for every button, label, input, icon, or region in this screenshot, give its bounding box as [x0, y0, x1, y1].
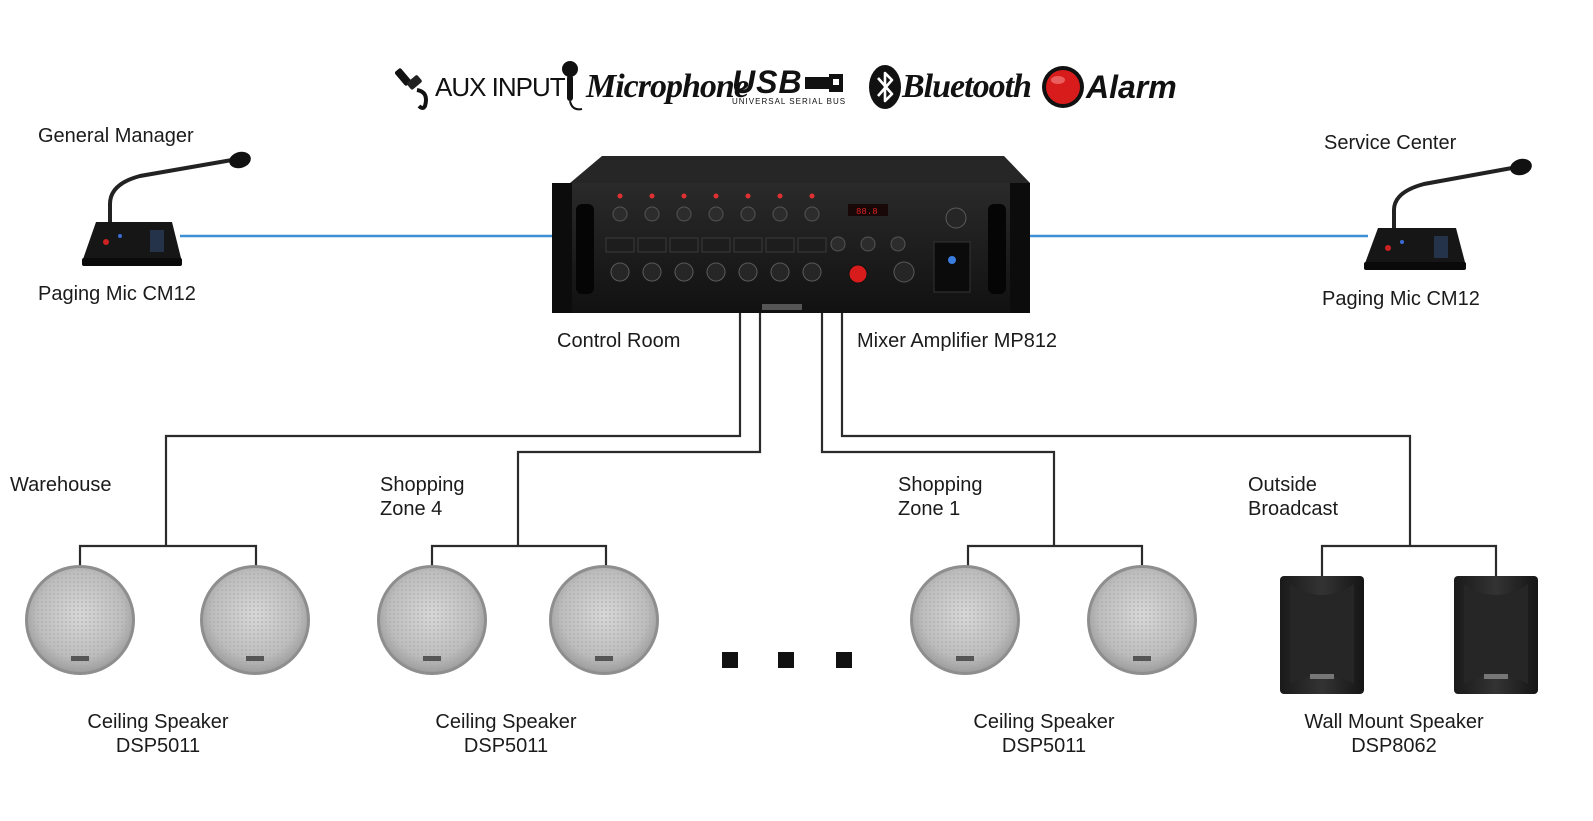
right-mic-location: Service Center: [1324, 132, 1457, 154]
wire-outside: [840, 312, 1412, 546]
tuning-knob: [945, 207, 967, 229]
zone-wiring: [78, 312, 1498, 578]
speaker-model: DSP5011: [1001, 735, 1087, 757]
channel-knob-column: [669, 193, 699, 282]
handheld-microphone-icon: [562, 61, 583, 111]
master-knob: [830, 236, 846, 252]
wall-mount-speaker: [1280, 576, 1364, 694]
usb-sublabel: UNIVERSAL SERIAL BUS: [732, 97, 847, 106]
aux-input-logo: AUX INPUT: [395, 62, 566, 112]
speaker-type: Ceiling Speaker: [87, 711, 229, 733]
left-mic-location: General Manager: [38, 125, 194, 147]
more-zones-ellipsis: [722, 652, 852, 668]
right-paging-mic: [1364, 158, 1532, 270]
wire-warehouse: [164, 312, 742, 546]
wire-zone1-split: [966, 544, 1144, 566]
zone-name-line1: Shopping: [380, 474, 465, 496]
zone-name-warehouse: Warehouse: [10, 473, 112, 497]
speaker-caption-outside: Wall Mount Speaker DSP8062: [1304, 710, 1483, 758]
amp-model: Mixer Amplifier MP812: [857, 330, 1058, 352]
zone-name-shopping-4: Shopping Zone 4: [380, 473, 465, 521]
right-mic-model: Paging Mic CM12: [1322, 288, 1480, 310]
speaker-model: DSP5011: [115, 735, 201, 757]
zone-name-outside: Outside Broadcast: [1248, 473, 1338, 521]
zone-name-shopping-1: Shopping Zone 1: [898, 473, 983, 521]
channel-knob-column: [765, 193, 795, 282]
ceiling-speaker: [377, 565, 487, 675]
zone-name-line2: Zone 4: [380, 498, 443, 520]
ceiling-speaker: [910, 565, 1020, 675]
svg-text:88.8: 88.8: [856, 207, 878, 217]
channel-knob-column: [605, 193, 635, 282]
usb-logo: USB UNIVERSAL SERIAL BUS: [732, 62, 846, 112]
ceiling-speaker: [25, 565, 135, 675]
ceiling-speaker: [200, 565, 310, 675]
speaker-model: DSP8062: [1351, 735, 1437, 757]
speaker-model: DSP5011: [463, 735, 549, 757]
usb-label: USB: [732, 64, 803, 100]
volume-knob: [893, 261, 915, 283]
left-paging-mic: [82, 151, 251, 266]
alarm-red-dot-icon: [1042, 66, 1084, 108]
speaker-type: Ceiling Speaker: [435, 711, 577, 733]
speaker-caption-warehouse: Ceiling Speaker DSP5011: [87, 710, 228, 758]
speaker-caption-zone1: Ceiling Speaker DSP5011: [973, 710, 1114, 758]
aux-input-label: AUX INPUT: [435, 71, 566, 102]
ceiling-speaker: [1087, 565, 1197, 675]
zone-name-line2: Zone 1: [898, 498, 961, 520]
wire-zone4: [516, 312, 762, 546]
bluetooth-logo: Bluetooth: [868, 62, 1032, 112]
amp-knob-rows: [605, 193, 967, 283]
channel-knob-column: [797, 193, 827, 282]
speaker-type: Ceiling Speaker: [973, 711, 1115, 733]
zone-name-line1: Warehouse: [10, 474, 112, 496]
wall-mount-speaker: [1454, 576, 1538, 694]
zone-name-line2: Broadcast: [1248, 498, 1339, 520]
speaker-type: Wall Mount Speaker: [1304, 711, 1484, 733]
alarm-label: Alarm: [1086, 68, 1177, 105]
master-knob: [860, 236, 876, 252]
bluetooth-icon: [869, 65, 901, 109]
wire-zone1: [820, 312, 1056, 546]
speaker-caption-zone4: Ceiling Speaker DSP5011: [435, 710, 576, 758]
microphone-label: Microphone: [586, 68, 749, 105]
speaker-group: [25, 565, 1538, 694]
wire-warehouse-split: [78, 544, 258, 566]
zone-name-line1: Outside: [1248, 474, 1317, 496]
master-knob: [890, 236, 906, 252]
wire-zone4-split: [430, 544, 608, 566]
microphone-logo: Microphone: [558, 61, 749, 112]
alarm-logo: Alarm: [1040, 62, 1177, 112]
channel-knob-column: [637, 193, 667, 282]
usb-icon: [804, 74, 843, 92]
amp-location: Control Room: [557, 330, 681, 352]
aux-plug-icon: [395, 68, 428, 110]
channel-knob-column: [733, 193, 763, 282]
mixer-amplifier: 88.8: [552, 156, 1030, 313]
bluetooth-label: Bluetooth: [902, 68, 1032, 105]
left-mic-model: Paging Mic CM12: [38, 283, 196, 305]
wire-outside-split: [1320, 544, 1498, 578]
ceiling-speaker: [549, 565, 659, 675]
zone-name-line1: Shopping: [898, 474, 983, 496]
channel-knob-column: [701, 193, 731, 282]
